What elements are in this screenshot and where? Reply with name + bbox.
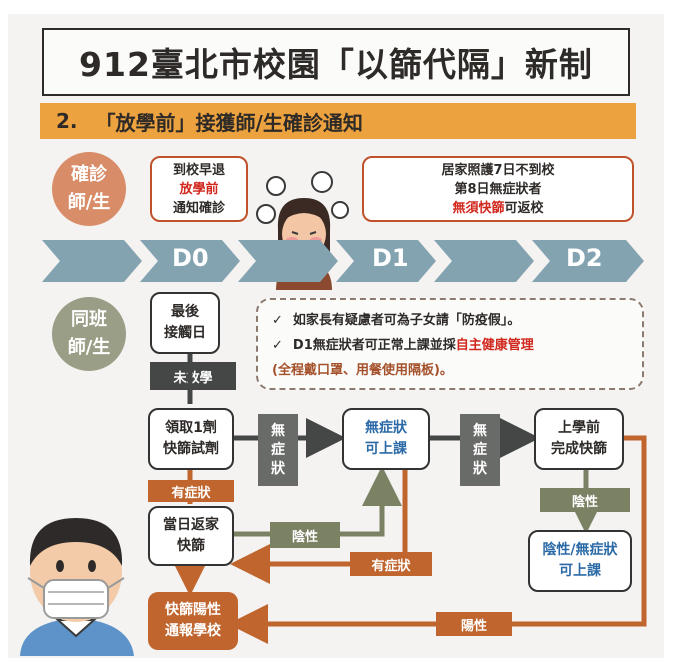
symptom-label: 有症狀 (148, 480, 234, 502)
early-leave-line3: 通知確診 (172, 200, 225, 216)
home-care-line1: 居家照護7日不到校 (441, 162, 555, 178)
home-care-box: 居家照護7日不到校 第8日無症狀者 無須快篩可返校 (362, 156, 634, 222)
page-title: 912臺北市校園「以篩代隔」新制 (42, 28, 630, 96)
self-health-management-text: 自主健康管理 (455, 338, 534, 353)
home-care-line3: 無須快篩可返校 (452, 199, 543, 218)
home-care-line2: 第8日無症狀者 (454, 181, 542, 197)
rapid-test-kit-box: 領取1劑 快篩試劑 (148, 408, 234, 470)
negative-label-2: 陰性 (540, 488, 630, 512)
day-d1: D1 (372, 244, 409, 272)
early-leave-line2: 放學前 (179, 181, 219, 197)
note-1: ✓如家長有疑慮者可為子女請「防疫假」。 (272, 313, 521, 328)
section-banner: 2. 「放學前」接獲師/生確診通知 (40, 103, 636, 139)
confirmed-case-label-line1: 確診 (70, 164, 107, 185)
timeline-arrows (42, 240, 644, 282)
classmate-circle: 同班 師/生 (52, 297, 126, 371)
timeline-arrow-segment (532, 240, 644, 282)
class-ok-box: 無症狀 可上課 (342, 408, 430, 470)
thought-bubble-icon (331, 201, 349, 219)
positive-label: 陽性 (436, 612, 512, 636)
mask-icon (43, 579, 109, 619)
timeline-arrow-segment (42, 240, 142, 282)
shirt-icon (20, 618, 134, 656)
no-symptom-label-1: 無 症 狀 (258, 414, 298, 486)
test-before-school-box: 上學前 完成快篩 (534, 408, 624, 470)
note-3: (全程戴口罩、用餐使用隔板)。 (272, 363, 453, 378)
early-leave-box: 到校早退 放學前 通知確診 (150, 156, 248, 222)
thought-bubble-icon (266, 176, 286, 196)
note-2: ✓D1無症狀者可正常上課並採自主健康管理 (272, 338, 534, 353)
return-school-text: 可返校 (504, 200, 544, 216)
early-leave-line1: 到校早退 (172, 162, 225, 178)
section-number: 2. (56, 109, 78, 133)
check-icon: ✓ (272, 313, 283, 328)
timeline-arrow-segment (434, 240, 534, 282)
not-dismissed-label: 未放學 (150, 362, 236, 390)
last-contact-line1: 最後 (171, 304, 199, 320)
timeline-arrow-segment (238, 240, 338, 282)
thought-bubble-icon (256, 204, 276, 224)
confirmed-case-label-line2: 師/生 (67, 192, 111, 213)
last-contact-box: 最後 接觸日 (150, 292, 220, 354)
classmate-label-line2: 師/生 (67, 337, 111, 358)
last-contact-line2: 接觸日 (164, 325, 206, 341)
no-symptom-label-2: 無 症 狀 (460, 414, 500, 486)
home-test-box: 當日返家 快篩 (148, 506, 234, 566)
check-icon: ✓ (272, 338, 283, 353)
symptom-label-2: 有症狀 (350, 552, 432, 576)
day-d2: D2 (566, 244, 603, 272)
masked-student-illustration (20, 518, 134, 656)
classmate-label-line1: 同班 (70, 309, 107, 330)
timeline-arrow-segment (140, 240, 240, 282)
thought-bubble-icon (311, 171, 333, 193)
timeline-arrow-segment (336, 240, 436, 282)
negative-label-1: 陰性 (270, 522, 340, 548)
no-rapid-test-text: 無須快篩 (452, 200, 505, 216)
notes-box: ✓如家長有疑慮者可為子女請「防疫假」。 ✓D1無症狀者可正常上課並採自主健康管理… (256, 298, 644, 390)
section-title: 「放學前」接獲師/生確診通知 (95, 110, 363, 135)
hair-icon (29, 518, 123, 566)
day-d0: D0 (172, 244, 209, 272)
negative-result-box: 陰性/無症狀 可上課 (528, 530, 632, 592)
confirmed-case-circle: 確診 師/生 (52, 152, 126, 226)
positive-report-box: 快篩陽性 通報學校 (148, 592, 238, 650)
